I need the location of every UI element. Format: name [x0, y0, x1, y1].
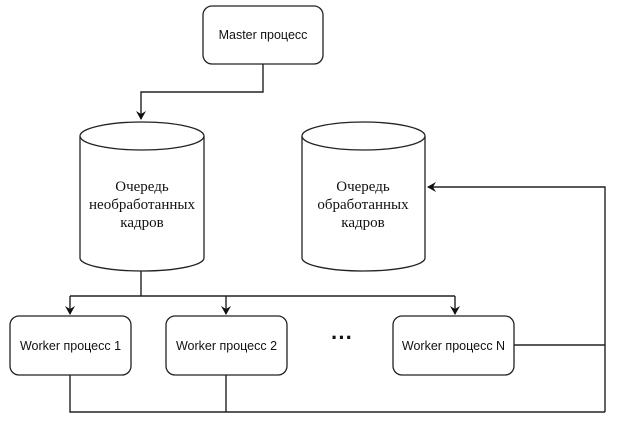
worker-1-node[interactable]: Worker процесс 1 — [9, 315, 132, 376]
processed-queue-label-line1: Очередь — [336, 179, 390, 195]
unprocessed-queue-label-line1: Очередь — [115, 179, 169, 195]
worker-2-label: Worker процесс 2 — [176, 339, 277, 353]
worker-n-node[interactable]: Worker процесс N — [392, 315, 515, 376]
processed-queue-node[interactable]: Очередь обработанных кадров — [301, 121, 426, 272]
worker-1-label: Worker процесс 1 — [20, 339, 121, 353]
edge-return-to-processed-queue — [427, 182, 606, 412]
edge-master-to-queue — [136, 64, 264, 120]
master-process-node[interactable]: Master процесс — [202, 5, 324, 65]
ellipsis: ··· — [331, 325, 353, 350]
processed-queue-label-line3: кадров — [341, 215, 384, 231]
unprocessed-queue-node[interactable]: Очередь необработанных кадров — [79, 121, 205, 272]
unprocessed-queue-label-line3: кадров — [120, 215, 163, 231]
master-process-label: Master процесс — [219, 28, 308, 42]
processed-queue-label-line2: обработанных — [317, 197, 409, 213]
worker-n-label: Worker процесс N — [402, 339, 505, 353]
edge-worker-1-return — [69, 375, 605, 413]
worker-2-node[interactable]: Worker процесс 2 — [165, 315, 288, 376]
unprocessed-queue-label-line2: необработанных — [89, 197, 195, 213]
